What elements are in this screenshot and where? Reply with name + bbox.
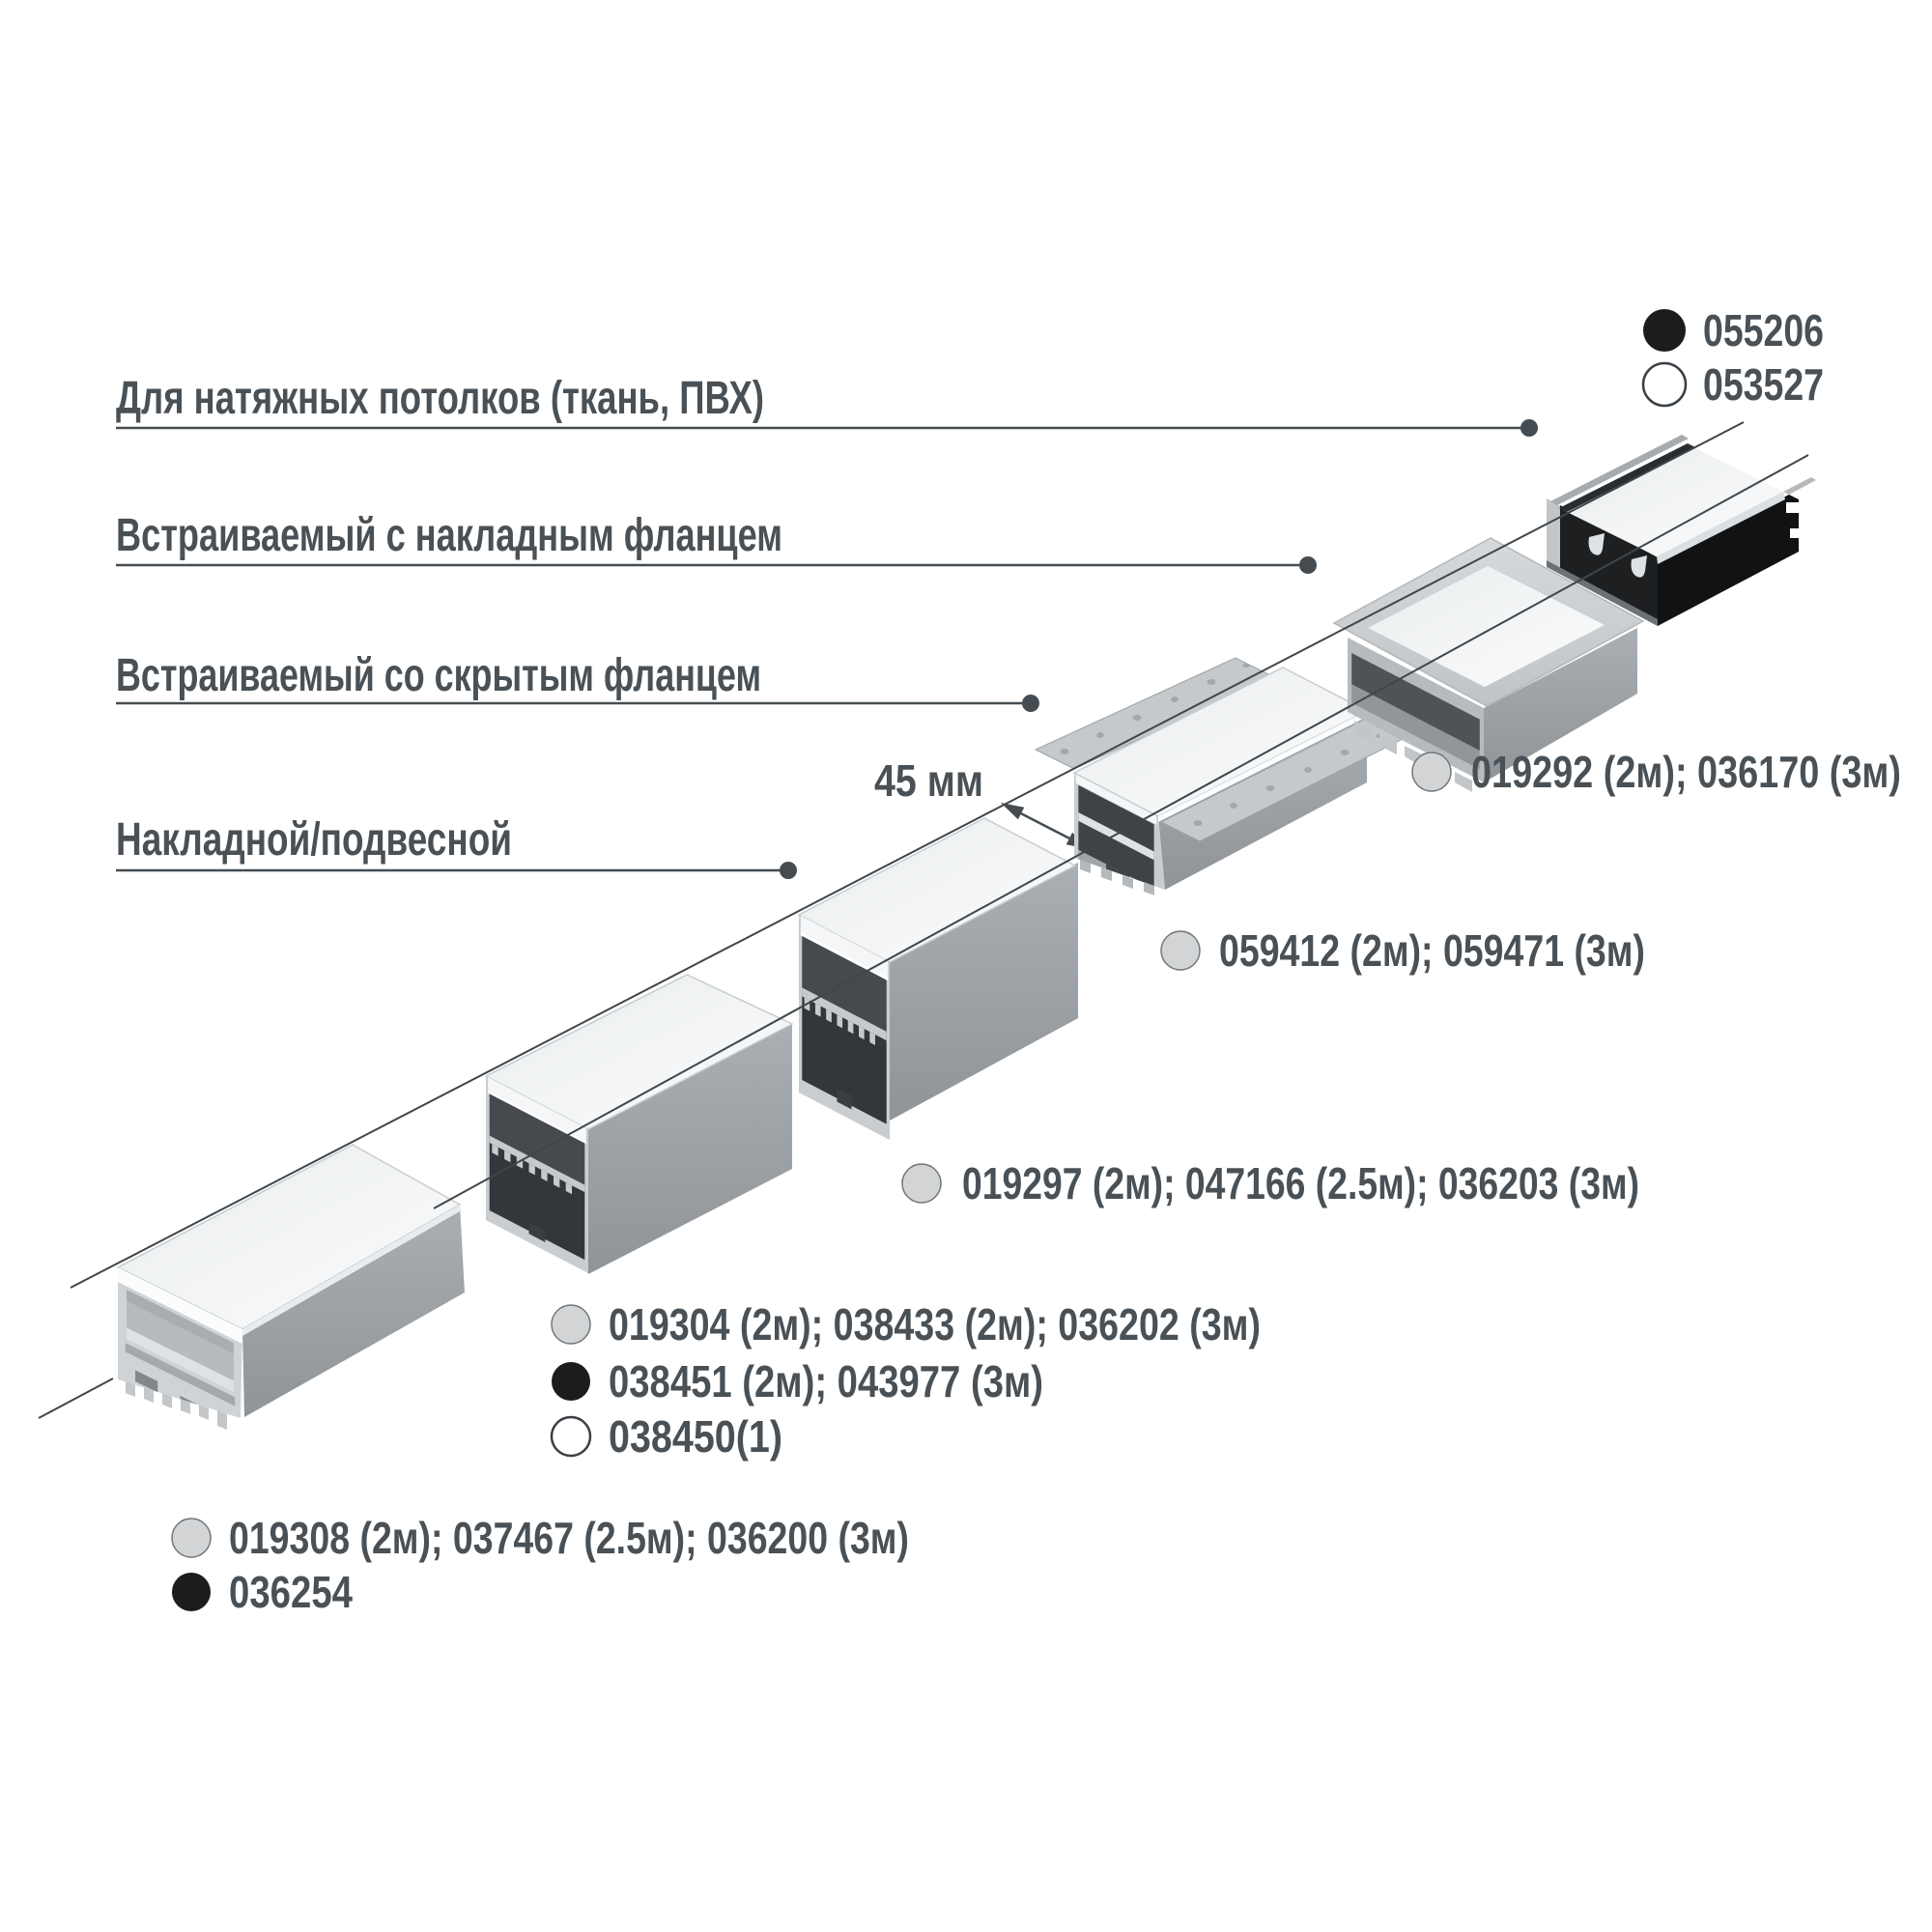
svg-text:053527: 053527 — [1703, 359, 1824, 410]
svg-text:Встраиваемый со скрытым фланце: Встраиваемый со скрытым фланцем — [116, 650, 761, 701]
svg-text:038450(1): 038450(1) — [609, 1411, 782, 1462]
svg-text:019297 (2м); 047166 (2.5м); 03: 019297 (2м); 047166 (2.5м); 036203 (3м) — [962, 1158, 1639, 1208]
svg-text:Накладной/подвесной: Накладной/подвесной — [116, 814, 512, 866]
svg-text:Встраиваемый с накладным фланц: Встраиваемый с накладным фланцем — [116, 510, 782, 561]
svg-text:019304 (2м); 038433 (2м); 0362: 019304 (2м); 038433 (2м); 036202 (3м) — [609, 1299, 1261, 1350]
svg-text:036254: 036254 — [229, 1567, 353, 1617]
svg-text:038451 (2м); 043977 (3м): 038451 (2м); 043977 (3м) — [609, 1356, 1043, 1406]
svg-text:45 мм: 45 мм — [874, 755, 983, 806]
svg-text:059412 (2м); 059471 (3м): 059412 (2м); 059471 (3м) — [1219, 925, 1645, 976]
svg-text:Для натяжных потолков (ткань,: Для натяжных потолков (ткань, ПВХ) — [116, 373, 764, 424]
svg-text:019292 (2м); 036170 (3м): 019292 (2м); 036170 (3м) — [1471, 747, 1901, 797]
svg-text:019308 (2м); 037467 (2.5м); 03: 019308 (2м); 037467 (2.5м); 036200 (3м) — [229, 1513, 909, 1563]
svg-text:055206: 055206 — [1703, 305, 1824, 355]
